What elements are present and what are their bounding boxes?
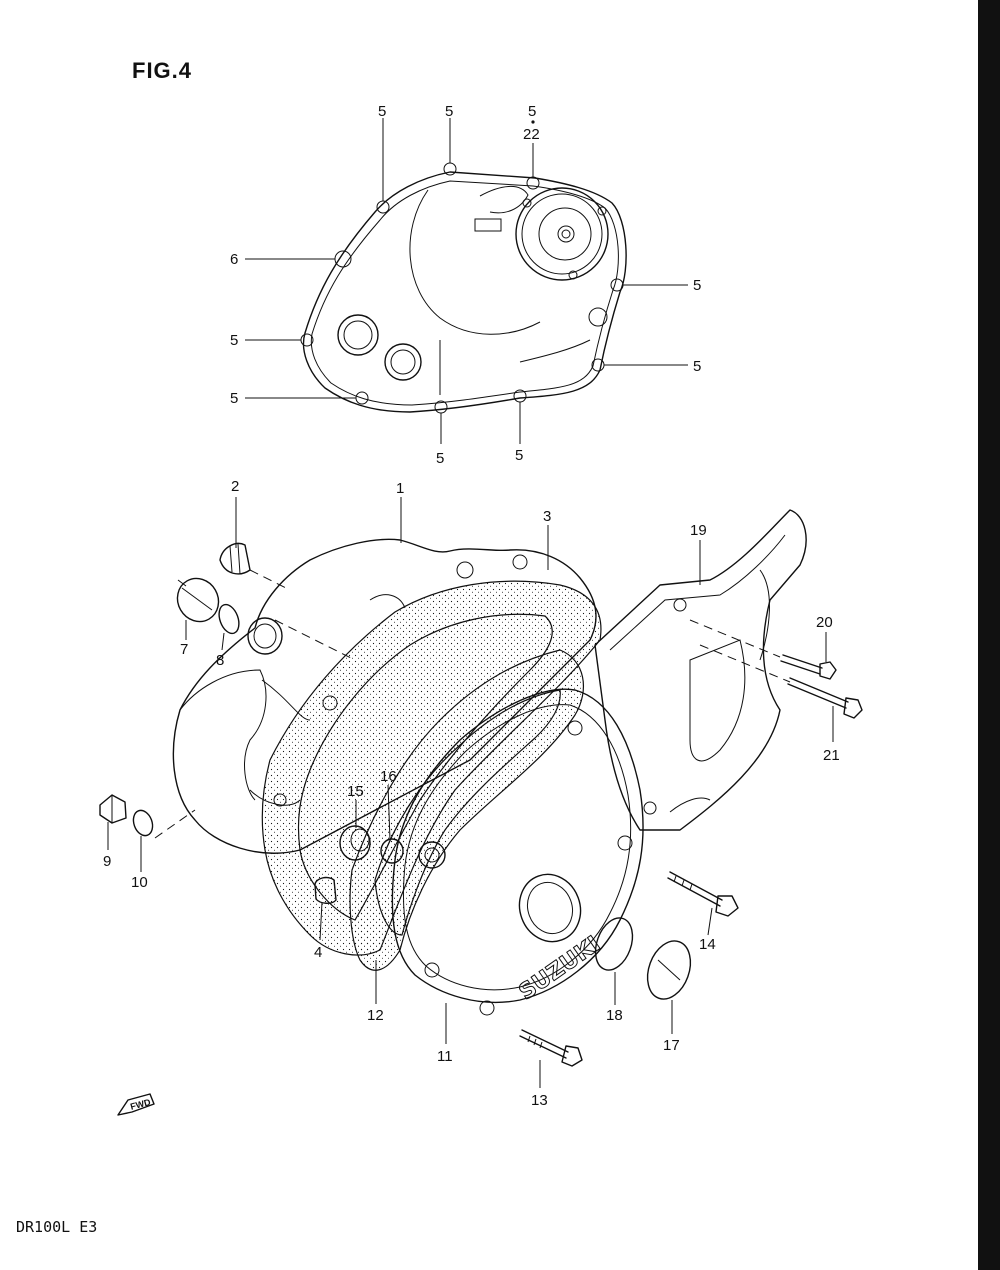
callout-5: 5: [230, 332, 238, 349]
callout-5: 5: [436, 450, 444, 467]
callout-separator-dot: [531, 120, 535, 124]
callout-17: 17: [663, 1037, 680, 1054]
bolt-20: [780, 654, 837, 680]
brand-lettering: SUZUKI: [515, 932, 605, 1006]
callout-14: 14: [699, 936, 716, 953]
assembly-lines: [154, 569, 791, 839]
callout-4: 4: [314, 944, 322, 961]
bolt-14: [667, 871, 739, 917]
lower-leaders: [107, 497, 834, 1088]
callout-1: 1: [396, 480, 404, 497]
oil-filler-cap-7: [176, 577, 220, 623]
sprocket-cover: [594, 509, 807, 831]
callout-21: 21: [823, 747, 840, 764]
gasket-10: [132, 809, 154, 837]
figure-title: FIG.4: [132, 58, 193, 83]
callout-3: 3: [543, 508, 551, 525]
callout-12: 12: [367, 1007, 384, 1024]
callout-5: 5: [693, 358, 701, 375]
callout-5: 5: [528, 103, 536, 120]
callout-19: 19: [690, 522, 707, 539]
plug-cap-2: [219, 542, 251, 575]
dowel-pin-4: [314, 876, 337, 904]
cap-17: [646, 940, 692, 1000]
gasket-inner: [349, 649, 584, 971]
dowel-pin-15: [339, 825, 371, 861]
callout-20: 20: [816, 614, 833, 631]
callout-labels: 5 5 5 22 6 5 5 5 5 5 5 1 2 3 4 7 8 9 10 …: [103, 103, 840, 1109]
forward-arrow-mark: FWD: [117, 1093, 155, 1116]
callout-11: 11: [437, 1048, 453, 1065]
o-ring-18: [594, 917, 634, 971]
bolt-13: [519, 1029, 583, 1067]
model-code: DR100L E3: [16, 1218, 98, 1236]
clutch-cover: [300, 162, 627, 414]
callout-5: 5: [515, 447, 523, 464]
callout-5: 5: [445, 103, 453, 120]
o-ring-8: [218, 603, 240, 635]
callout-2: 2: [231, 478, 239, 495]
callout-16: 16: [380, 768, 397, 785]
callout-5: 5: [693, 277, 701, 294]
callout-15: 15: [347, 783, 364, 800]
drain-plug-9: [99, 794, 127, 824]
callout-8: 8: [216, 652, 224, 669]
callout-18: 18: [606, 1007, 623, 1024]
top-cover-leaders: [245, 118, 688, 444]
callout-10: 10: [131, 874, 148, 891]
callout-22: 22: [523, 126, 540, 143]
callout-9: 9: [103, 853, 111, 870]
dowel-pin-16: [380, 838, 404, 864]
callout-6: 6: [230, 251, 238, 268]
callout-5: 5: [378, 103, 386, 120]
callout-5: 5: [230, 390, 238, 407]
callout-7: 7: [180, 641, 188, 658]
scan-edge-border: [978, 0, 1000, 1270]
bolt-21: [787, 677, 863, 719]
callout-13: 13: [531, 1092, 548, 1109]
